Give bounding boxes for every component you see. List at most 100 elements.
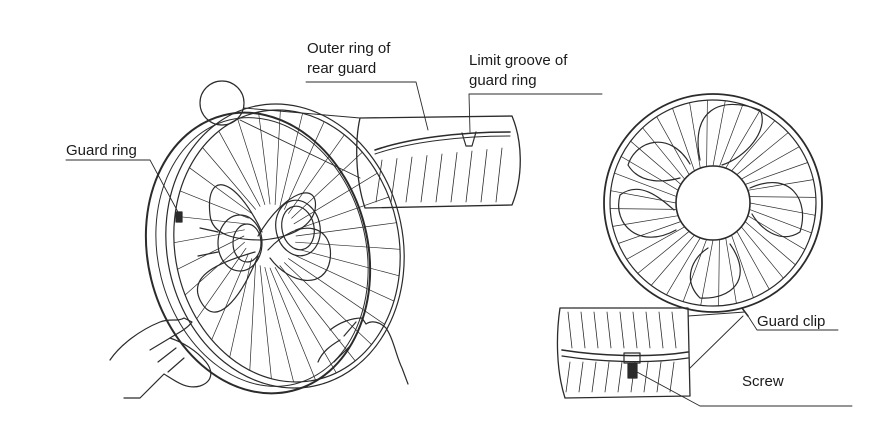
guard-spoke xyxy=(288,258,385,325)
guard-spoke xyxy=(626,226,686,260)
guard-spoke xyxy=(229,258,252,358)
guard-spoke xyxy=(258,111,271,205)
guard-spoke xyxy=(706,99,708,167)
guard-spoke xyxy=(177,235,245,270)
guard-spoke xyxy=(375,159,383,203)
guard-spoke xyxy=(580,311,586,349)
fan-blade xyxy=(749,182,804,238)
detail-box-outline xyxy=(356,115,521,209)
guard-spoke xyxy=(606,311,612,349)
guard-spoke xyxy=(617,221,682,244)
guard-spoke xyxy=(617,361,623,393)
limit-groove-detail xyxy=(356,115,521,209)
guard-spoke xyxy=(495,147,503,203)
front-guard-spokes xyxy=(609,99,817,307)
screw-label: Screw xyxy=(742,373,784,390)
guard-ring-label: Guard ring xyxy=(66,142,137,159)
guard-spoke xyxy=(740,226,784,279)
motor-housing xyxy=(217,214,263,272)
center-cap-outer xyxy=(275,199,321,257)
guard-spoke xyxy=(731,234,754,299)
guard-spoke xyxy=(420,155,428,203)
guard-spoke xyxy=(619,311,625,349)
magnifier-circle xyxy=(199,80,245,126)
guard-spoke xyxy=(630,140,682,185)
guard-spoke xyxy=(211,253,249,341)
fan-blade xyxy=(257,192,317,241)
guard-spoke xyxy=(718,239,720,307)
fan-blade xyxy=(697,103,763,166)
guard-spoke xyxy=(269,267,316,381)
guard-spoke xyxy=(435,153,443,203)
guard-spoke xyxy=(591,361,597,393)
guard-spoke xyxy=(465,150,473,203)
limit-groove-label-line2: guard ring xyxy=(469,72,537,89)
detail-spokes xyxy=(565,311,677,393)
fan-blade xyxy=(689,243,741,299)
detail-box-outline xyxy=(556,307,691,399)
guard-ring-band-edge xyxy=(561,355,689,363)
guard-spoke xyxy=(725,237,737,304)
front-guard-inner xyxy=(609,99,817,307)
guard-spoke xyxy=(295,241,401,250)
guard-spoke xyxy=(295,222,397,237)
guard-ring-inner-edge xyxy=(155,117,369,387)
guard-spoke xyxy=(612,215,679,227)
guard-ring-shape xyxy=(144,111,372,395)
guard-spoke xyxy=(671,311,677,349)
guard-spoke xyxy=(682,239,707,302)
outer-ring-label-line2: rear guard xyxy=(307,60,377,77)
outer-ring-leader xyxy=(305,81,429,131)
guard-spoke xyxy=(642,127,686,180)
screw-leader xyxy=(636,371,853,407)
guard-spoke xyxy=(264,267,294,383)
fan-blade xyxy=(618,188,677,238)
guard-clip-detail xyxy=(556,307,691,399)
guard-spoke xyxy=(604,361,610,393)
motor-bracket xyxy=(197,227,219,257)
front-fan-illustration xyxy=(603,93,823,369)
rear-guard-spokes xyxy=(173,109,401,383)
guard-spoke xyxy=(237,118,266,205)
magnifier-projection-lines xyxy=(239,107,361,179)
guard-spoke xyxy=(274,267,337,374)
guard-spoke xyxy=(189,167,252,214)
guard-spoke xyxy=(609,208,677,210)
guard-ring-band xyxy=(374,131,511,151)
guard-spoke xyxy=(731,120,776,172)
guard-spoke xyxy=(669,361,675,393)
limit-groove-label: Limit groove of guard ring xyxy=(469,51,567,91)
guard-spoke xyxy=(295,196,390,231)
limit-groove-label-line1: Limit groove of xyxy=(469,52,568,69)
guard-spoke xyxy=(593,311,599,349)
leader-lines xyxy=(65,81,853,407)
guard-ring-leader xyxy=(65,159,179,213)
guard-spoke xyxy=(284,121,325,210)
outer-ring-label: Outer ring of rear guard xyxy=(307,39,390,79)
guard-spoke xyxy=(689,102,701,169)
guard-spoke xyxy=(736,230,770,290)
guard-spoke xyxy=(656,361,662,393)
guard-spoke xyxy=(614,172,677,197)
guard-spoke xyxy=(610,190,677,204)
guard-spoke xyxy=(249,262,256,371)
guard-spoke xyxy=(645,311,651,349)
guard-spoke xyxy=(637,230,690,274)
guard-clip-leader xyxy=(747,315,839,331)
guard-ring-band xyxy=(561,349,689,357)
guard-spoke xyxy=(480,149,488,203)
guard-spoke xyxy=(184,241,245,296)
guard-spoke xyxy=(620,156,679,191)
outer-ring-label-line1: Outer ring of xyxy=(307,40,391,57)
guard-ring-clip-marker xyxy=(175,211,183,223)
fan-blade xyxy=(267,227,332,281)
guard-spoke xyxy=(279,112,303,207)
guard-ring-band-edge xyxy=(374,135,511,155)
guard-spoke xyxy=(291,253,395,302)
guard-spoke xyxy=(630,361,636,393)
left-hand xyxy=(109,317,212,399)
guard-spoke xyxy=(405,156,413,203)
guard-spoke xyxy=(749,202,816,216)
screw-shape xyxy=(627,363,638,379)
